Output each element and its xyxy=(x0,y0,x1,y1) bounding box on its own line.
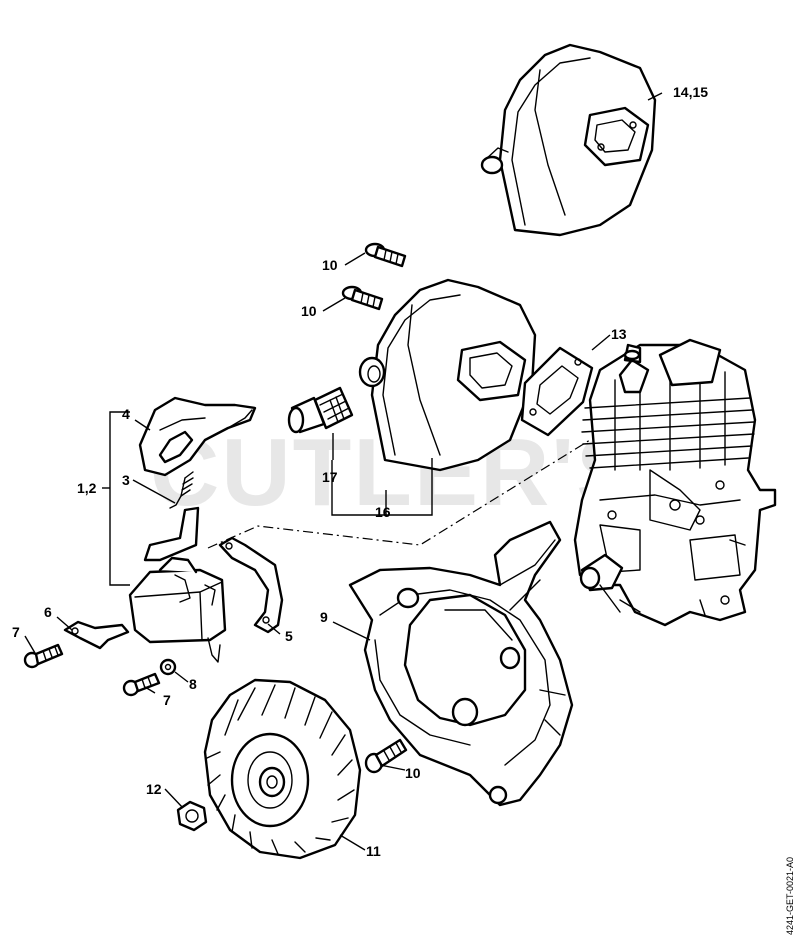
drawing-code: 4241-GET-0021-A0 xyxy=(785,857,795,935)
label-7-upper: 7 xyxy=(12,624,20,640)
ignition-module xyxy=(128,506,227,663)
screw-upper xyxy=(23,643,64,669)
spark-plug xyxy=(618,343,650,394)
wire-clip xyxy=(63,620,130,650)
label-12: 12 xyxy=(146,781,162,797)
gasket xyxy=(520,346,594,437)
part-labels: 14,15 13 10 10 4 3 1,2 17 16 6 7 7 8 5 9… xyxy=(12,84,708,859)
label-10-upper: 10 xyxy=(322,257,338,273)
muffler-lower xyxy=(358,278,537,472)
washer xyxy=(159,658,177,676)
label-13: 13 xyxy=(611,326,627,342)
ignition-cover xyxy=(138,396,257,477)
label-10-lower: 10 xyxy=(405,765,421,781)
leader-lines xyxy=(24,92,663,851)
label-10-middle: 10 xyxy=(301,303,317,319)
muffler-upper xyxy=(480,43,657,237)
bolt-middle xyxy=(341,285,384,311)
flywheel xyxy=(203,678,362,860)
bracket xyxy=(218,536,284,634)
label-17: 17 xyxy=(322,469,338,485)
label-9: 9 xyxy=(320,609,328,625)
engine-block xyxy=(573,338,777,627)
spark-arrester-screen xyxy=(287,386,354,434)
fan-housing xyxy=(348,520,574,807)
label-16: 16 xyxy=(375,504,391,520)
label-6: 6 xyxy=(44,604,52,620)
label-4: 4 xyxy=(122,406,130,422)
bolt-lower xyxy=(364,738,408,774)
label-14-15: 14,15 xyxy=(673,84,708,100)
label-5: 5 xyxy=(285,628,293,644)
nut xyxy=(176,800,208,832)
label-8: 8 xyxy=(189,676,197,692)
label-1-2: 1,2 xyxy=(77,480,97,496)
label-7-lower: 7 xyxy=(163,692,171,708)
spring xyxy=(169,471,194,509)
bolt-upper xyxy=(364,242,407,268)
screw-lower xyxy=(122,672,161,697)
assembly-centerline xyxy=(207,439,591,549)
label-3: 3 xyxy=(122,472,130,488)
label-11: 11 xyxy=(366,843,381,859)
